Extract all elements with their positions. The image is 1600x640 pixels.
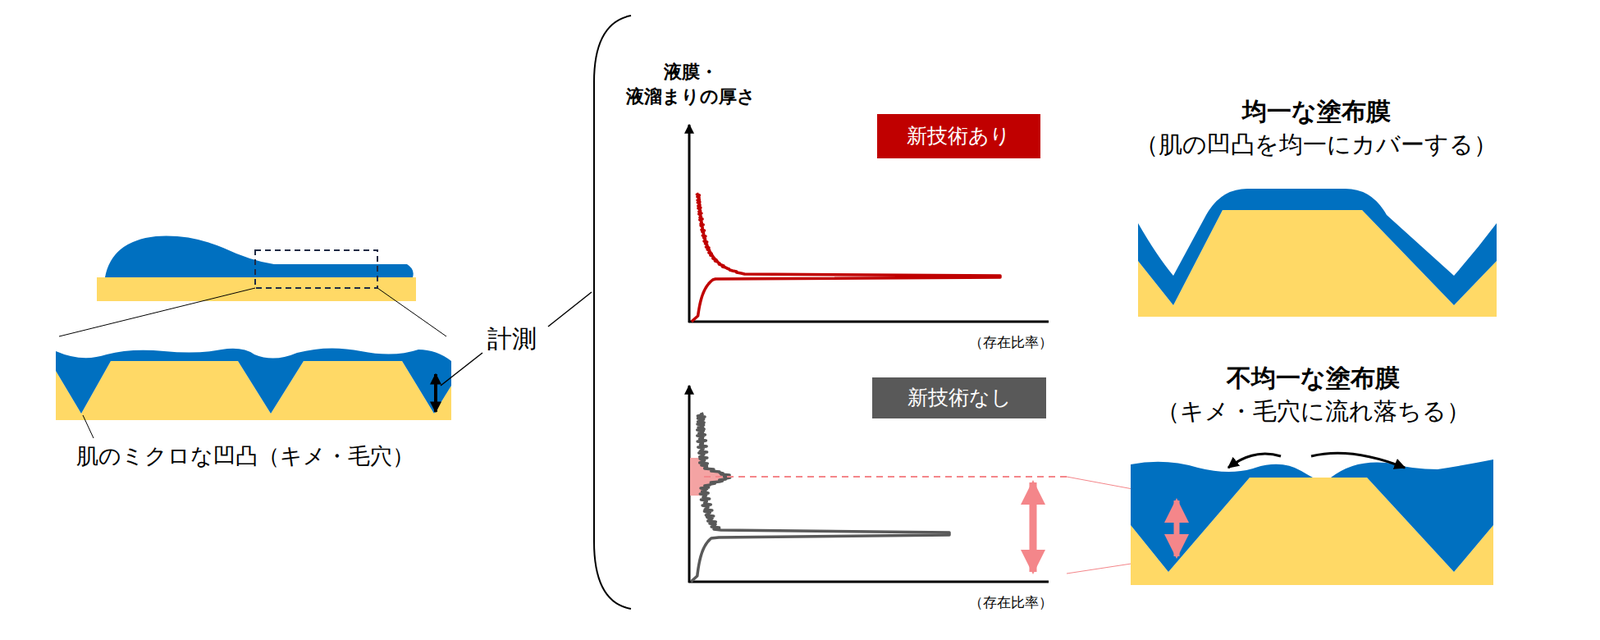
bracket: [594, 15, 631, 609]
thickness-arrow: [1174, 500, 1180, 557]
flow-arrow: [1311, 452, 1405, 468]
heading-text: 均一な塗布膜: [1102, 95, 1530, 129]
zoom-frame: [255, 250, 378, 288]
result-panel: 不均一な塗布膜（キメ・毛穴に流れ落ちる）: [1099, 361, 1527, 589]
distribution-curve: [691, 193, 1001, 322]
condition-tag: 新技術なし: [872, 377, 1047, 419]
uneven-film: [1330, 459, 1494, 572]
thickness-arrow: [434, 374, 438, 412]
y-axis: [688, 124, 691, 323]
heading-text: 不均一な塗布膜: [1099, 361, 1527, 396]
liquid-drop: [105, 236, 414, 278]
uniform-film: [1138, 188, 1497, 306]
dashed-guide: [704, 475, 1067, 478]
uneven-film: [1130, 461, 1313, 572]
thickness-arrow: [1029, 482, 1038, 572]
body-text: （肌の凹凸を均一にカバーする）: [1102, 128, 1530, 161]
x-axis: [688, 580, 1049, 584]
leader-line: [82, 415, 94, 439]
result-panel: 均一な塗布膜（肌の凹凸を均一にカバーする）: [1102, 95, 1530, 320]
axis-title: （存在比率）: [969, 333, 1053, 352]
x-axis: [688, 320, 1049, 324]
distribution-curve: [690, 413, 950, 582]
measure-label: 計測: [487, 322, 537, 357]
body-text: （キメ・毛穴に流れ落ちる）: [1099, 395, 1527, 428]
zoom-line: [59, 288, 256, 337]
skin-strip: [96, 277, 416, 302]
condition-tag: 新技術あり: [877, 114, 1041, 159]
leader-line: [548, 292, 592, 327]
zoom-line: [377, 288, 447, 337]
figure-label: 肌のミクロな凹凸（キメ・毛穴）: [76, 441, 415, 471]
heading-text: 新技術あり: [906, 122, 1011, 151]
axis-title: 液膜・ 液溜まりの厚さ: [617, 59, 764, 109]
liquid-film: [55, 347, 452, 414]
flow-arrow: [1228, 453, 1281, 468]
axis-title: （存在比率）: [969, 593, 1053, 613]
leader-line: [440, 352, 483, 386]
heading-text: 新技術なし: [907, 384, 1012, 412]
